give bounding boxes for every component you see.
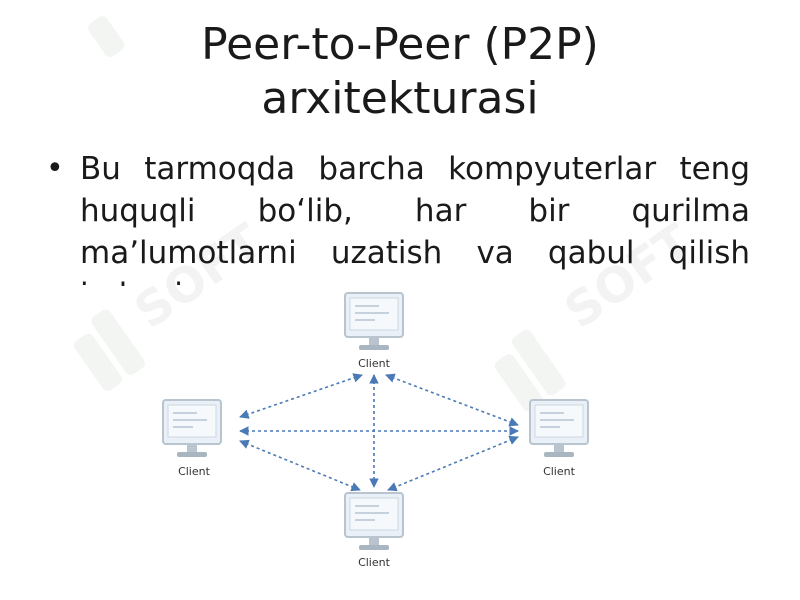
client-label-bottom: Client	[358, 556, 391, 569]
client-node-right: Client	[529, 399, 589, 478]
client-label-left: Client	[178, 465, 211, 478]
client-label-top: Client	[358, 357, 391, 370]
link-top-right	[385, 373, 519, 427]
link-right-bottom	[387, 435, 519, 492]
client-node-left: Client	[162, 399, 222, 478]
slide-title-line2: arxitekturasi	[261, 73, 539, 124]
slide-title: Peer-to-Peer (P2P) arxitekturasi	[0, 18, 800, 126]
p2p-network-diagram: Client Client Client Client	[162, 292, 589, 569]
link-left-bottom	[239, 439, 361, 492]
slide-title-line1: Peer-to-Peer (P2P)	[201, 19, 599, 70]
client-node-top: Client	[344, 292, 404, 370]
bullet-text: Bu tarmoqda barcha kompyuterlar teng huq…	[80, 151, 750, 286]
link-top-left	[239, 373, 363, 419]
client-node-bottom: Client	[344, 492, 404, 569]
bullet-marker: •	[46, 151, 64, 186]
client-label-right: Client	[543, 465, 576, 478]
bullet-list: • Bu tarmoqda barcha kompyuterlar teng h…	[40, 148, 752, 286]
